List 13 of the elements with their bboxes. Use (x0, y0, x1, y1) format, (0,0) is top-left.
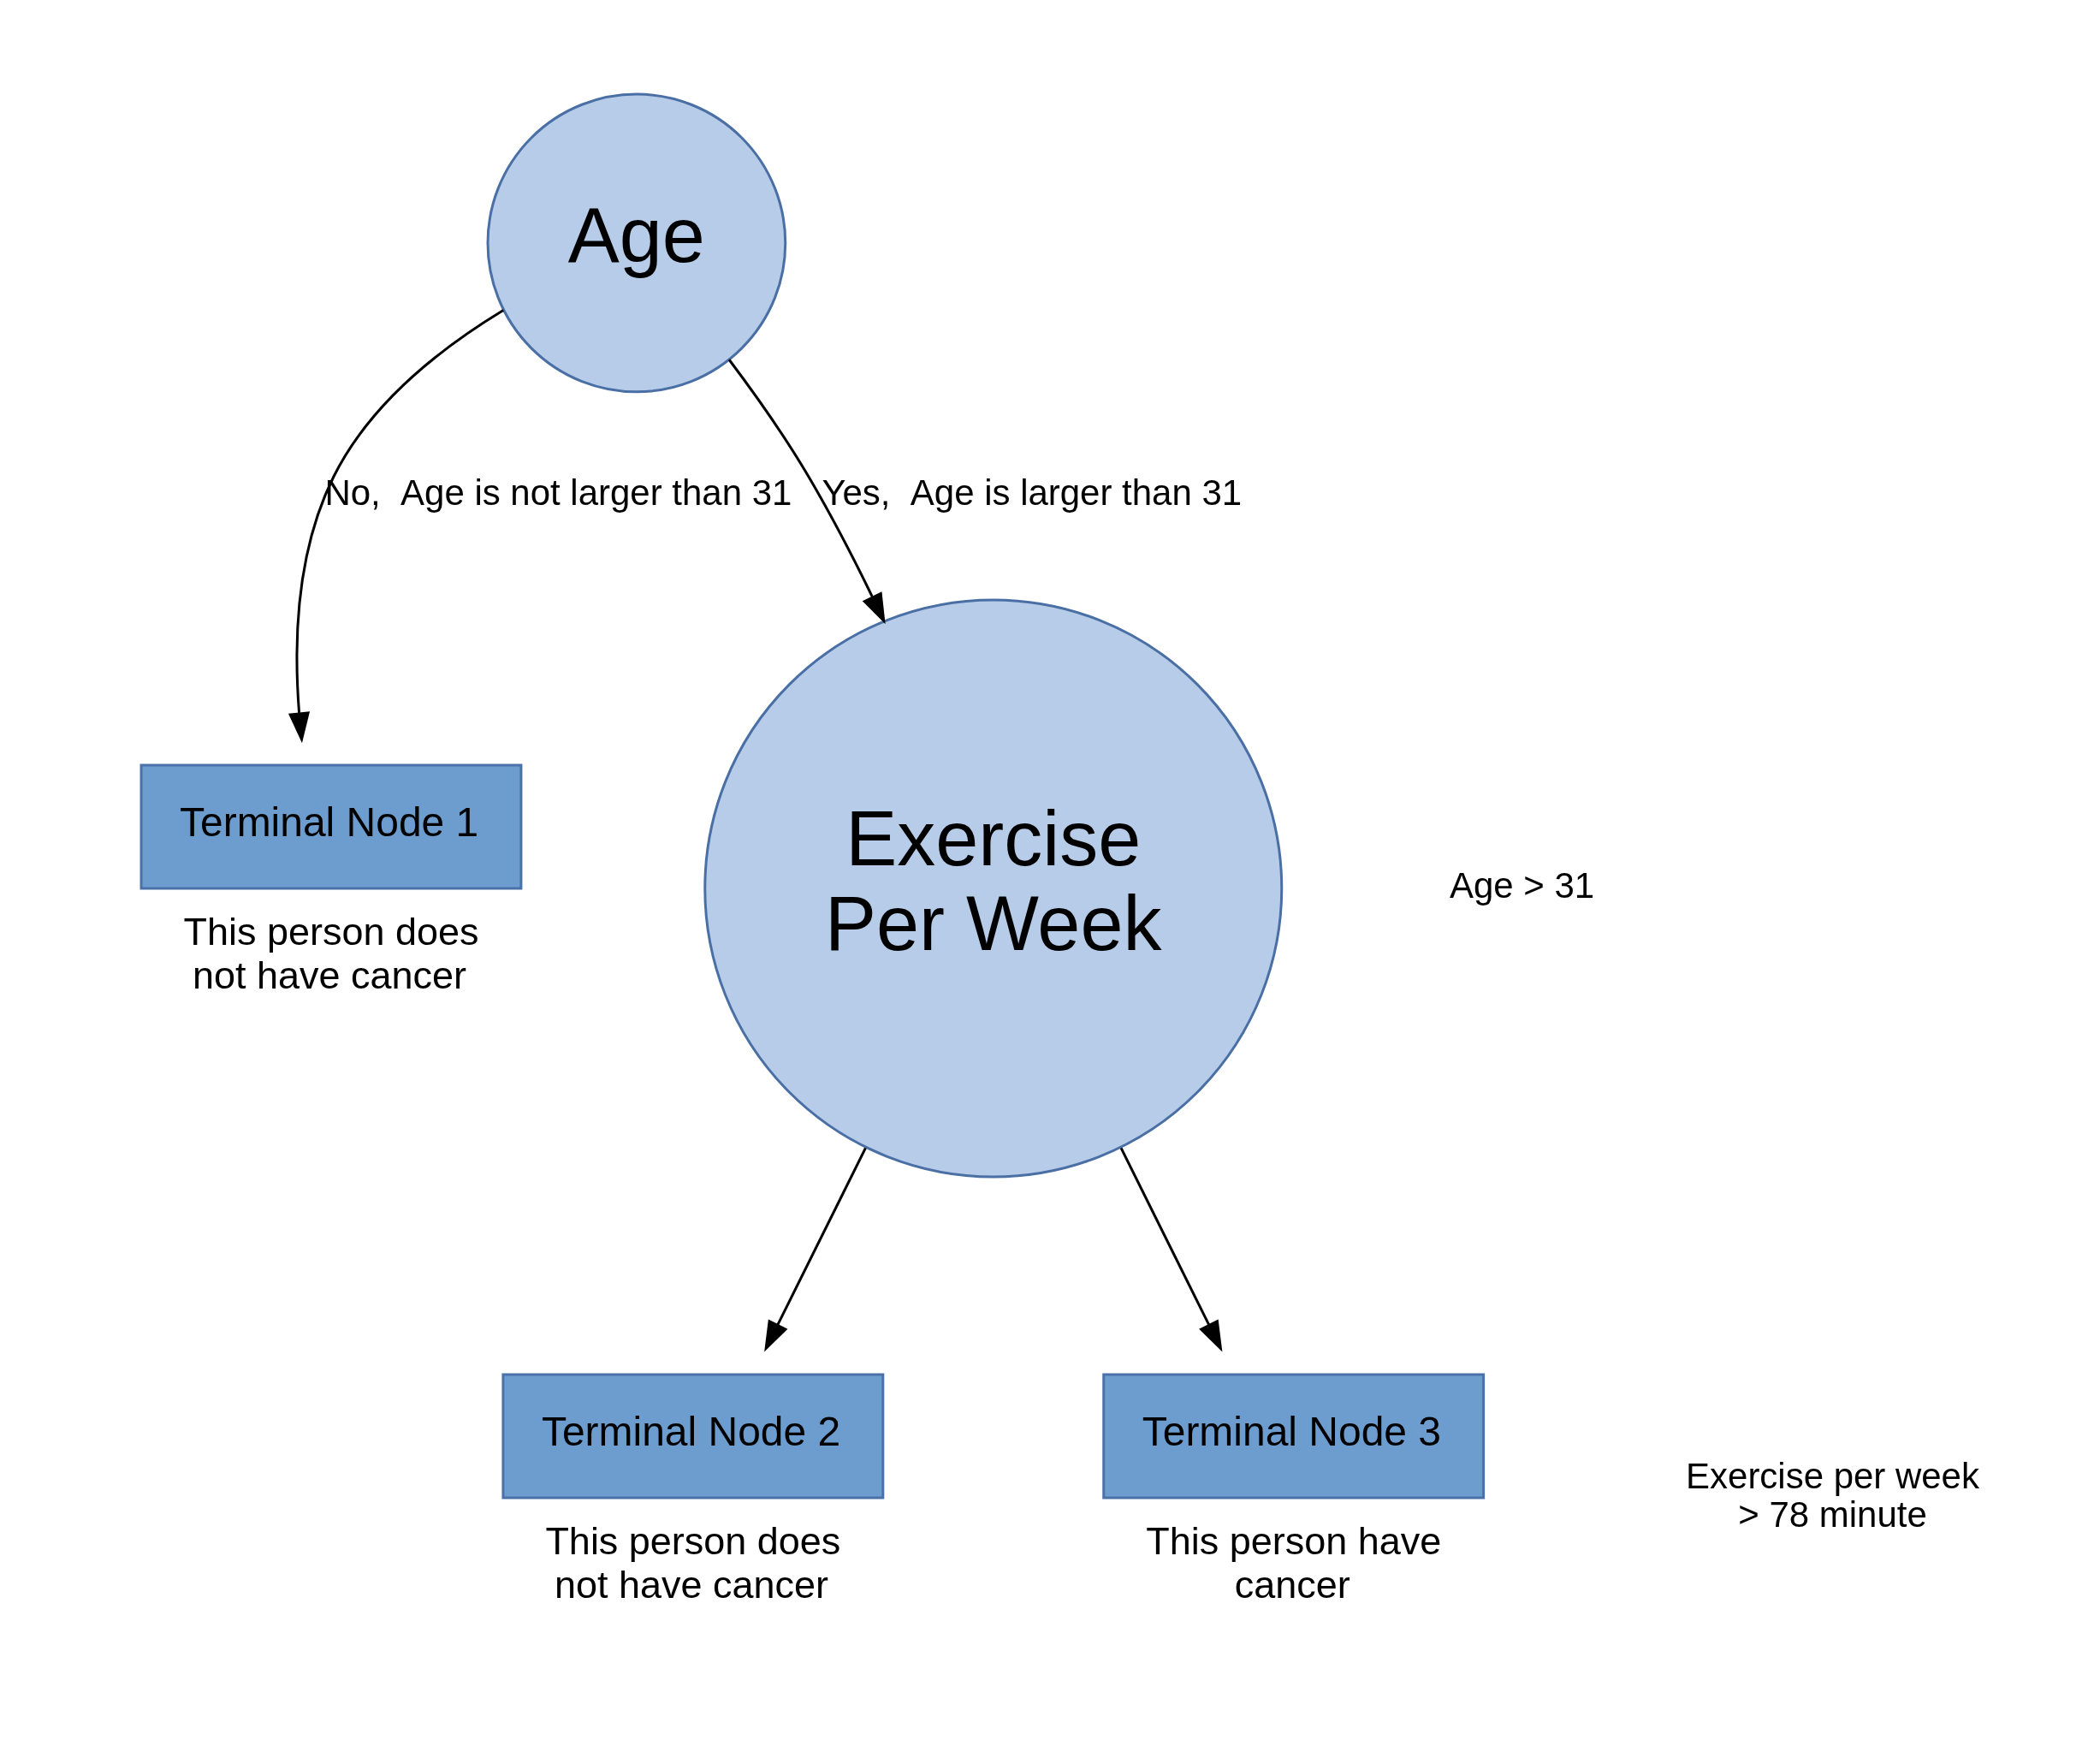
node-label: This person have cancer (1145, 1518, 1441, 1606)
arrow (1119, 1147, 1222, 1351)
label: Age > 31 (1449, 864, 1594, 906)
node-circle: Age (486, 92, 786, 393)
node-circle: Exercise Per Week (703, 597, 1283, 1178)
arrow (727, 358, 886, 624)
node-label: This person does not have cancer (544, 1518, 840, 1606)
edge-label: No, Age is not larger than 31 (323, 472, 792, 513)
arrow (763, 1147, 867, 1351)
arrow (288, 308, 504, 743)
edge-label: Yes, Age is larger than 31 (821, 472, 1242, 513)
label: Exercise per week > 78 minute (1685, 1455, 1979, 1535)
node-label: This person does not have cancer (183, 909, 478, 997)
